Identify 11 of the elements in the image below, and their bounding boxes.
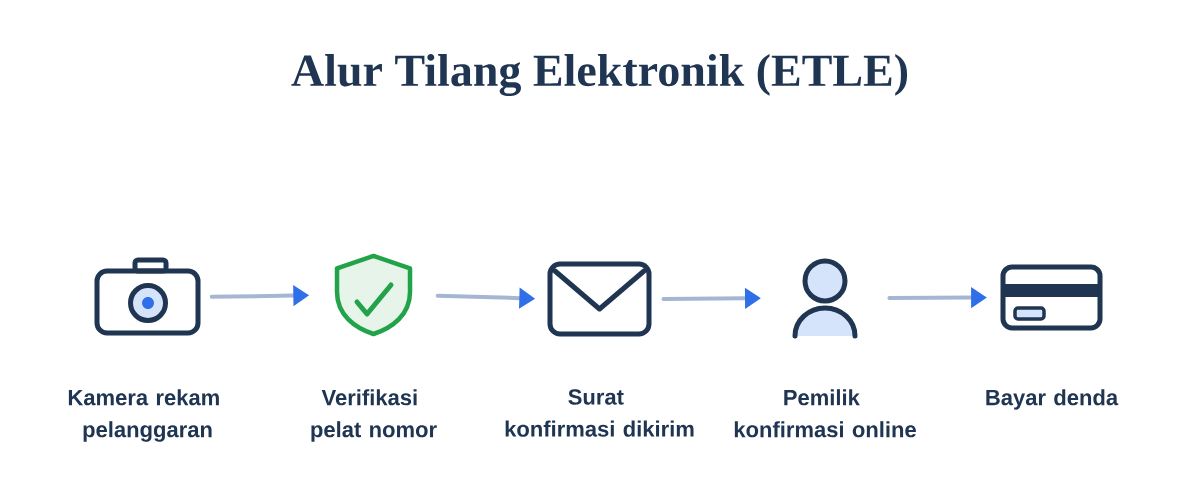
- step-caption: Surat konfirmasi dikirim: [505, 389, 694, 437]
- person-icon: [792, 258, 858, 339]
- step-caption: Verifikasi pelat nomor: [311, 389, 437, 442]
- title: Alur Tilang Elektronik (ETLE): [291, 53, 908, 96]
- shield-check-icon: [334, 253, 413, 337]
- step-caption: Bayar denda: [986, 389, 1119, 410]
- envelope-icon: [547, 261, 652, 337]
- step-caption: Kamera rekam pelanggaran: [68, 389, 219, 442]
- step-caption: Pemilik konfirmasi online: [734, 389, 916, 438]
- credit-card-icon: [1000, 264, 1103, 331]
- camera-icon: [94, 257, 201, 336]
